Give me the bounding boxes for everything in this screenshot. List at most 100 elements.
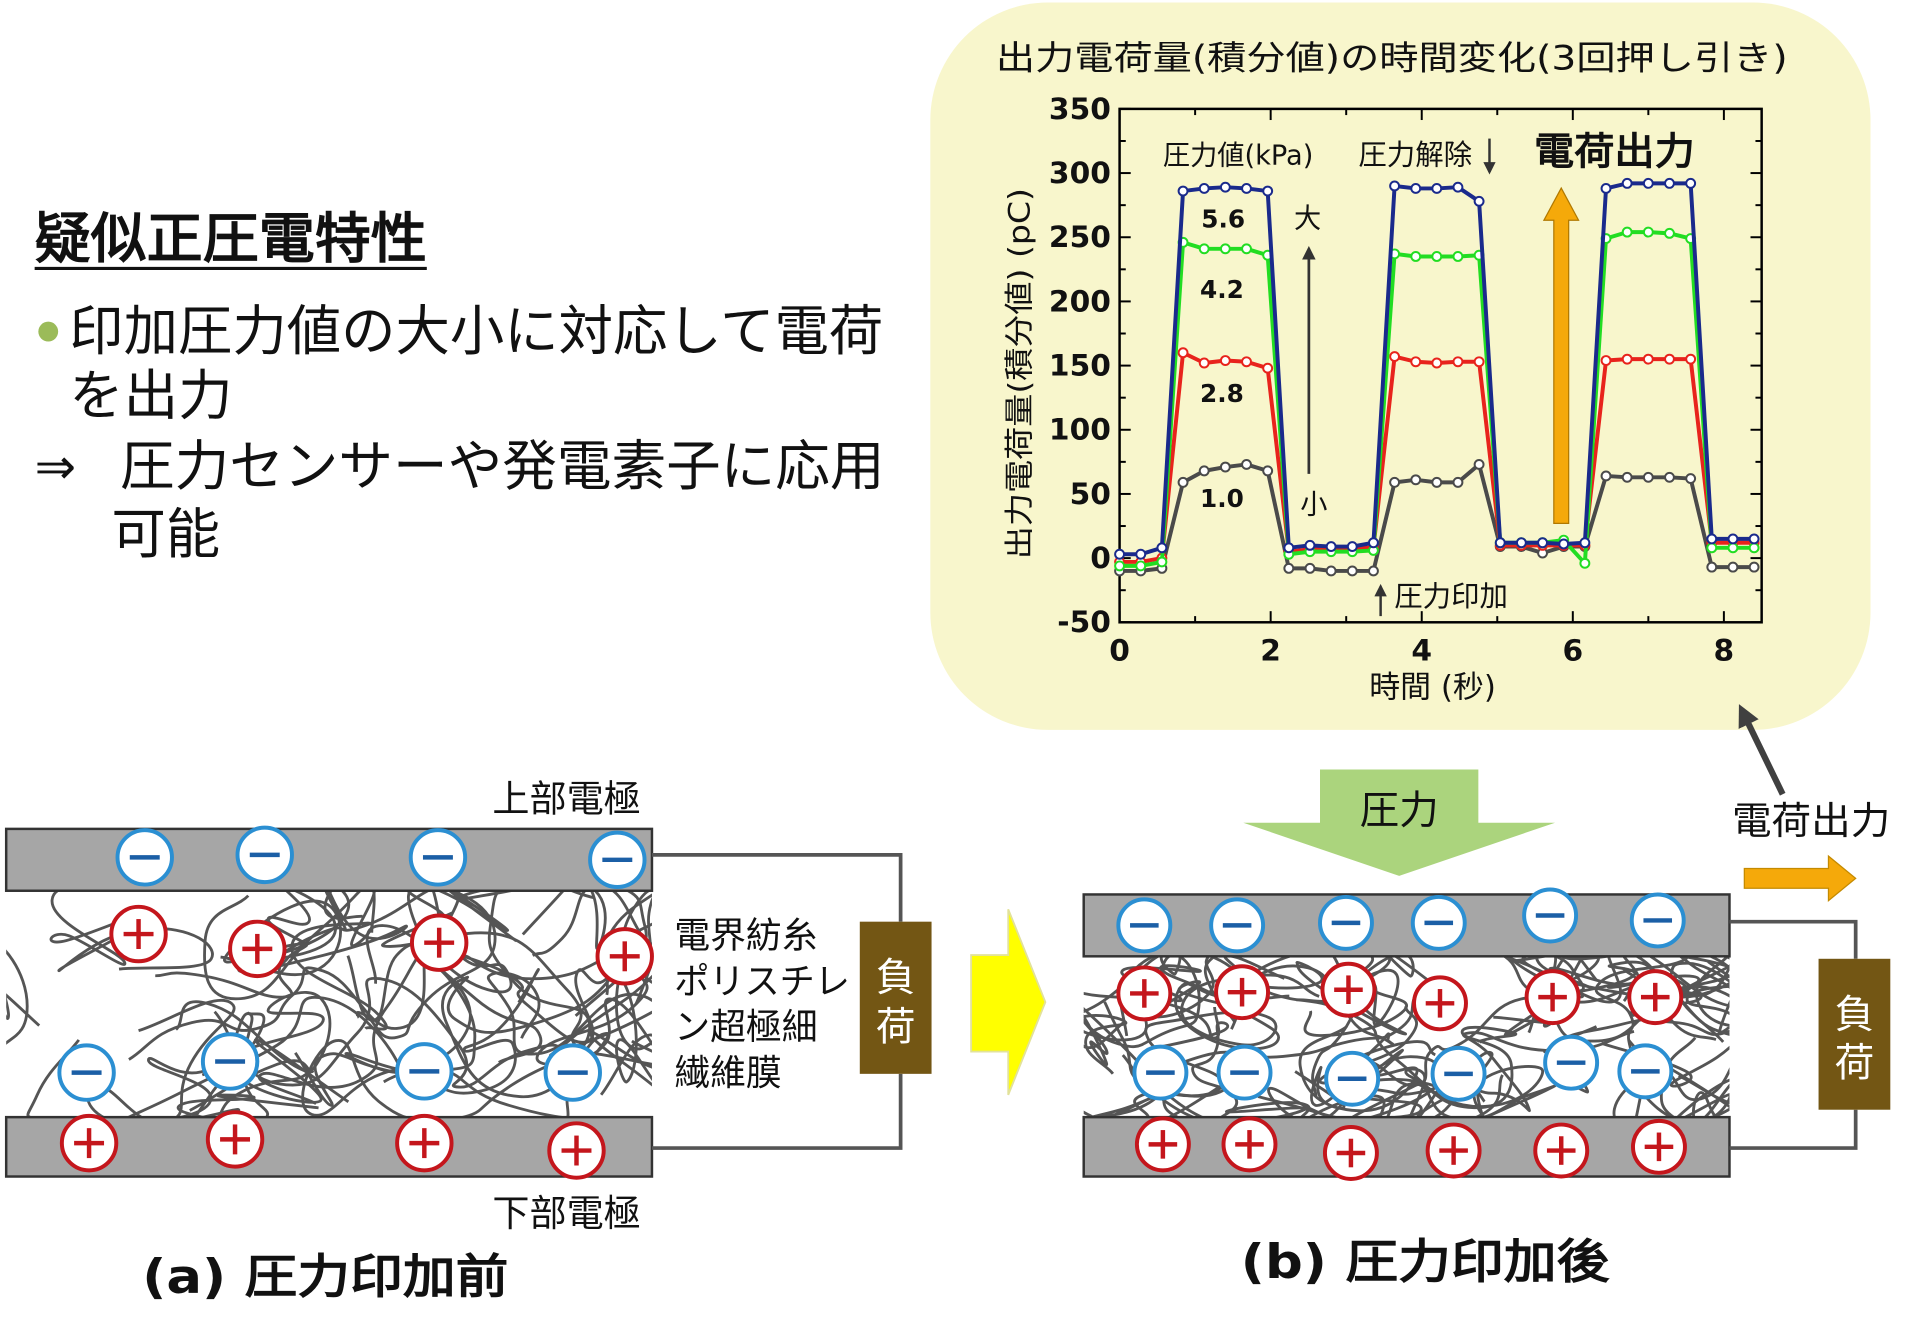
negative-charge (115, 828, 174, 887)
pressure-arrow-icon (1243, 769, 1556, 876)
data-point (1241, 458, 1252, 470)
legend-title: 圧力値(kPa) (1163, 141, 1313, 172)
negative-charge (395, 1042, 454, 1101)
fiber-strand (1535, 953, 1730, 1088)
load-resistor (859, 921, 932, 1074)
data-point (1410, 182, 1422, 194)
data-point (1410, 356, 1422, 368)
data-point (1579, 537, 1591, 549)
data-point (1219, 355, 1231, 366)
data-point (1748, 533, 1760, 545)
data-point (1706, 561, 1718, 573)
positive-charge (1425, 1122, 1482, 1179)
scale-large-label: 大 (1294, 204, 1321, 235)
fiber-strand (1146, 1021, 1311, 1120)
bullet-line: 印加圧力値の大小に対応して電荷 (69, 299, 883, 363)
negative-charge (1629, 892, 1686, 949)
positive-charge (1533, 1122, 1590, 1179)
load-label: 荷 (876, 1004, 916, 1050)
data-point (1452, 356, 1464, 368)
circuit-wire (651, 853, 903, 922)
data-point (1283, 562, 1295, 574)
data-point (1452, 181, 1464, 193)
data-point (1241, 243, 1252, 255)
y-axis-label: 出力電荷量(積分値) (pC) (1002, 188, 1037, 559)
load-label: 負 (876, 955, 916, 1001)
series-5-6 (1114, 177, 1760, 560)
data-point (1241, 356, 1252, 368)
negative-charge (1116, 897, 1173, 954)
y-tick-label: 250 (1049, 220, 1111, 255)
to-chart-arrow-icon (1738, 704, 1786, 796)
negative-charge (1430, 1045, 1487, 1102)
data-point (1537, 537, 1549, 549)
x-tick-label: 6 (1562, 634, 1583, 669)
data-point (1367, 565, 1379, 577)
pressure-apply-label: 圧力印加 (1394, 580, 1508, 613)
data-point (1410, 251, 1422, 262)
scale-small-label: 小 (1300, 489, 1327, 520)
negative-charge (1216, 1044, 1273, 1101)
x-tick-label: 8 (1714, 634, 1735, 669)
data-point (1135, 548, 1147, 560)
fiber-strand (203, 888, 388, 1031)
series-label: 2.8 (1200, 379, 1244, 408)
transition-arrow-icon (970, 908, 1047, 1096)
bullet-line: を出力 (69, 363, 232, 427)
diagram-before: 上部電極 負 荷 電界紡糸 ポリスチレ ン超極細 繊維膜 下部電極 (a) 圧力… (4, 778, 932, 1305)
bullet-icon (38, 321, 59, 342)
data-point (1431, 182, 1443, 194)
caption-before: (a) 圧力印加前 (142, 1250, 508, 1305)
y-tick-label: 150 (1049, 348, 1111, 383)
negative-charge (588, 830, 647, 890)
data-point (1198, 357, 1210, 369)
data-point (1473, 458, 1485, 470)
data-point (1664, 471, 1675, 483)
data-point (1219, 461, 1231, 473)
data-point (1325, 541, 1337, 553)
data-point (1642, 353, 1654, 365)
data-point (1114, 548, 1126, 560)
data-point (1283, 542, 1295, 554)
positive-charge (1221, 1116, 1278, 1173)
data-point (1114, 560, 1126, 572)
fiber-strand (1560, 953, 1730, 1035)
conclusion-line: 圧力センサーや発電素子に応用 (120, 434, 885, 498)
negative-charge (1318, 894, 1374, 951)
chart-series (1114, 177, 1760, 577)
y-tick-label: 300 (1049, 156, 1111, 191)
data-point (1664, 353, 1675, 365)
data-point (1367, 537, 1379, 549)
data-point (1621, 471, 1633, 483)
positive-charge (205, 1110, 265, 1169)
fiber-strand (457, 888, 652, 1017)
data-point (1304, 562, 1316, 574)
positive-charge (109, 904, 168, 964)
data-point (1135, 560, 1147, 572)
data-point (1241, 182, 1252, 194)
conclusion-line: 可能 (111, 502, 220, 566)
positive-charge (228, 919, 287, 979)
fiber-strand (155, 899, 342, 999)
x-tick-label: 2 (1260, 634, 1281, 669)
data-point (1664, 177, 1675, 189)
positive-charge (1627, 969, 1684, 1026)
negative-charge (1617, 1043, 1674, 1100)
charges (1116, 887, 1687, 1181)
data-point (1177, 185, 1189, 197)
positive-charge (395, 1113, 454, 1173)
circuit-wire (1729, 919, 1858, 959)
diagram-after: 圧力 負 荷 (b) 圧力印加後 (1082, 769, 1891, 1290)
series-label: 5.6 (1201, 205, 1245, 234)
data-point (1262, 362, 1274, 374)
data-point (1748, 561, 1760, 573)
fiber-strand (1606, 974, 1730, 1008)
charge-output-text: 電荷出力 (1732, 799, 1890, 844)
data-point (1642, 471, 1654, 483)
data-point (1198, 182, 1210, 194)
data-point (1642, 177, 1654, 189)
data-point (1219, 243, 1231, 255)
data-point (1410, 474, 1422, 486)
data-point (1346, 565, 1358, 577)
fiber-strand (201, 968, 477, 1084)
